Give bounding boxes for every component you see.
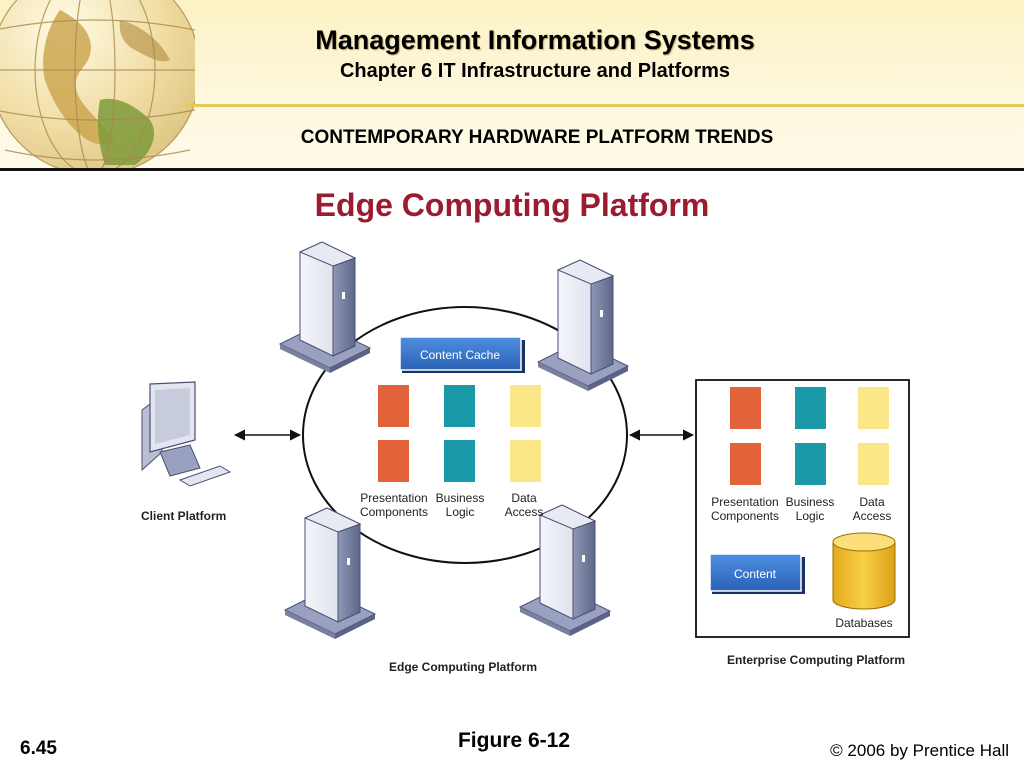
ent-presentation-tile-1 xyxy=(730,387,761,429)
globe-logo xyxy=(0,0,195,168)
edge-data-label-1: Data xyxy=(511,491,537,505)
edge-data-label-2: Access xyxy=(505,505,544,519)
slide-number: 6.45 xyxy=(20,738,57,759)
edge-business-label-1: Business xyxy=(436,491,485,505)
copyright-notice: © 2006 by Prentice Hall xyxy=(830,741,1009,760)
edge-presentation-label-1: Presentation xyxy=(360,491,427,505)
ent-data-label-2: Access xyxy=(853,509,892,523)
database-cylinder-icon xyxy=(832,532,896,610)
content-label: Content xyxy=(734,567,777,581)
ent-data-label-1: Data xyxy=(859,495,885,509)
edge-business-label-2: Logic xyxy=(446,505,475,519)
header-divider xyxy=(0,168,1024,171)
edge-computing-diagram: Client Platform Content Cache Presentati… xyxy=(100,230,945,700)
ent-business-label-2: Logic xyxy=(796,509,825,523)
chapter-title: Chapter 6 IT Infrastructure and Platform… xyxy=(339,60,731,82)
header-accent-line xyxy=(185,104,1024,107)
ent-presentation-label-1: Presentation xyxy=(711,495,778,509)
ent-presentation-label-2: Components xyxy=(711,509,779,523)
section-title: CONTEMPORARY HARDWARE PLATFORM TRENDS xyxy=(300,127,774,148)
edge-platform-ellipse xyxy=(302,306,628,564)
databases-label: Databases xyxy=(835,616,892,630)
edge-presentation-tile-2 xyxy=(378,440,409,482)
ent-data-tile-1 xyxy=(858,387,889,429)
ent-data-tile-2 xyxy=(858,443,889,485)
client-platform-label: Client Platform xyxy=(141,509,226,523)
slide-title: Edge Computing Platform xyxy=(314,187,710,223)
client-monitor-icon xyxy=(141,381,232,487)
edge-business-tile-2 xyxy=(444,440,475,482)
course-title: Management Information Systems xyxy=(315,25,755,55)
figure-caption: Figure 6-12 xyxy=(457,729,571,752)
ent-business-tile-2 xyxy=(795,443,826,485)
edge-data-tile-2 xyxy=(510,440,541,482)
edge-presentation-label-2: Components xyxy=(360,505,428,519)
ent-business-label-1: Business xyxy=(786,495,835,509)
edge-presentation-tile-1 xyxy=(378,385,409,427)
edge-server-bottom-right xyxy=(519,504,611,637)
edge-server-top-left xyxy=(279,241,371,374)
ent-business-tile-1 xyxy=(795,387,826,429)
ent-presentation-tile-2 xyxy=(730,443,761,485)
content-button: Content xyxy=(709,553,805,594)
edge-server-bottom-left xyxy=(284,507,376,640)
content-cache-label: Content Cache xyxy=(420,348,500,362)
edge-server-top-right xyxy=(537,259,629,392)
edge-data-tile-1 xyxy=(510,385,541,427)
edge-business-tile-1 xyxy=(444,385,475,427)
edge-platform-label: Edge Computing Platform xyxy=(389,660,537,674)
content-cache-button: Content Cache xyxy=(399,336,525,373)
enterprise-platform-label: Enterprise Computing Platform xyxy=(727,653,905,667)
